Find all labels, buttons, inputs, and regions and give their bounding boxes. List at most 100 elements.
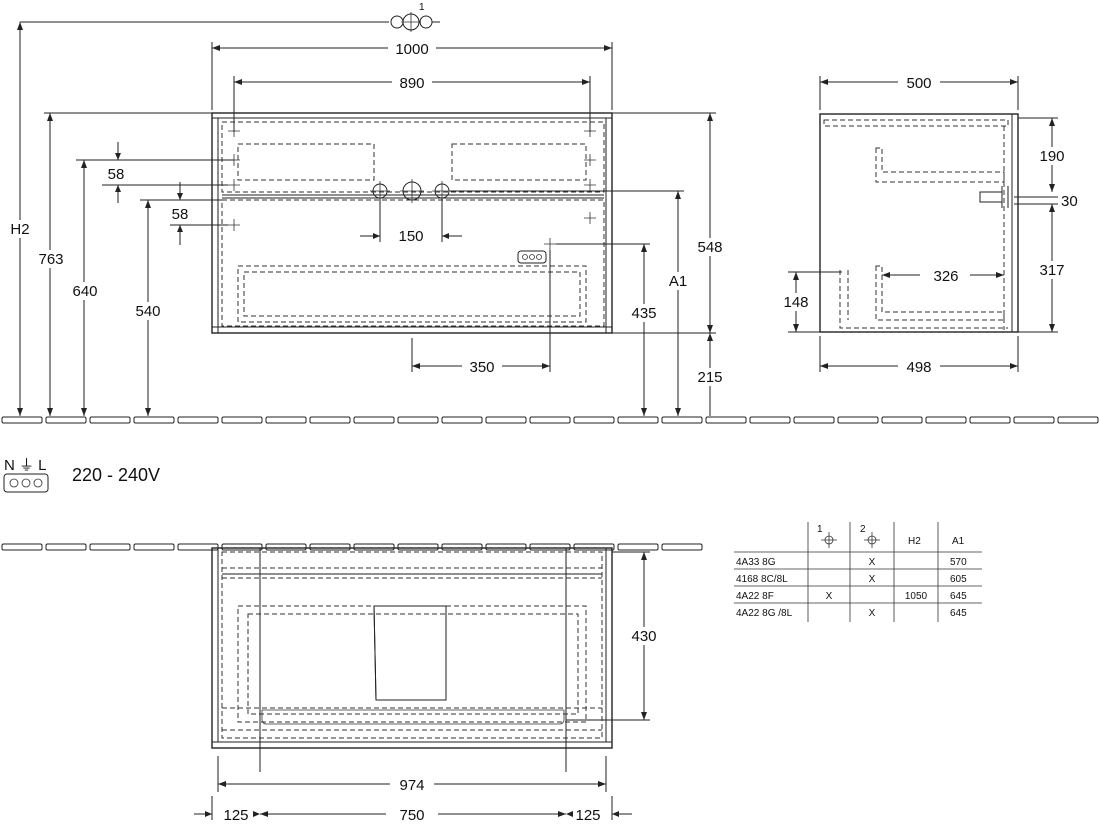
floor-segment xyxy=(221,416,263,424)
dim-depth-498: 498 xyxy=(906,359,931,376)
floor-segment xyxy=(177,543,219,551)
table-cell-a1: 570 xyxy=(950,557,967,568)
power-socket-icon xyxy=(517,250,547,264)
dim-depth-430: 430 xyxy=(631,628,656,645)
floor-segment xyxy=(661,416,703,424)
side-view: 500 190 30 317 326 148 498 xyxy=(780,75,1078,376)
floor-segment xyxy=(837,416,879,424)
electrical-symbol: N ⏚ L 220 - 240V xyxy=(3,457,160,493)
electrical-nl-label: N ⏚ L xyxy=(4,457,47,474)
dim-58-upper: 58 xyxy=(108,166,125,183)
floor-segment xyxy=(221,543,263,551)
dim-width-890: 890 xyxy=(399,75,424,92)
floor-segment xyxy=(133,543,175,551)
floor-segment xyxy=(485,543,527,551)
floor-segment xyxy=(177,416,219,424)
front-view: 1 1000 890 H2 763 640 xyxy=(8,2,726,416)
table-cell-model: 4168 8C/8L xyxy=(736,574,788,585)
dim-height-148: 148 xyxy=(783,294,808,311)
dim-height-640: 640 xyxy=(72,283,97,300)
top-cabinet-body xyxy=(211,547,613,749)
dim-spacing-150: 150 xyxy=(398,228,423,245)
floor-segment xyxy=(573,416,615,424)
floor-segment xyxy=(45,543,87,551)
dim-h2: H2 xyxy=(10,221,29,238)
floor-segment xyxy=(309,543,351,551)
table-cell-a1: 645 xyxy=(950,608,967,619)
floor-segment xyxy=(353,543,395,551)
table-cell-model: 4A33 8G xyxy=(736,557,776,568)
dim-height-763: 763 xyxy=(38,251,63,268)
table-cell-a1: 645 xyxy=(950,591,967,602)
floor-segment xyxy=(485,416,527,424)
dim-58-lower: 58 xyxy=(172,206,189,223)
floor-segment xyxy=(353,416,395,424)
header-a1: A1 xyxy=(952,536,965,547)
floor-segment xyxy=(749,416,791,424)
side-cabinet-body xyxy=(819,113,1019,333)
dim-height-317: 317 xyxy=(1039,262,1064,279)
header-connection-2-icon xyxy=(864,532,880,548)
floor-segment xyxy=(89,543,131,551)
floor-segment xyxy=(881,416,923,424)
table-cell-c1: X xyxy=(826,591,833,602)
table-cell-a1: 605 xyxy=(950,574,967,585)
floor-segment xyxy=(661,543,703,551)
dim-side-125-right: 125 xyxy=(575,807,600,824)
floor-segment xyxy=(1013,416,1055,424)
table-cell-model: 4A22 8F xyxy=(736,591,774,602)
floor-segment xyxy=(265,543,307,551)
voltage-label: 220 - 240V xyxy=(72,465,160,485)
header-connection-1-icon xyxy=(821,532,837,548)
floor-segment xyxy=(309,416,351,424)
floor-segment xyxy=(397,543,439,551)
floor-segment xyxy=(1,543,43,551)
connection-callout-icon: 1 xyxy=(390,2,433,32)
floor-segment xyxy=(617,416,659,424)
dim-middle-750: 750 xyxy=(399,807,424,824)
dim-height-540: 540 xyxy=(135,303,160,320)
dim-offset-350: 350 xyxy=(469,359,494,376)
callout-number: 1 xyxy=(419,2,425,13)
floor-segment xyxy=(617,543,659,551)
header-h2: H2 xyxy=(908,536,921,547)
wall-line-bottom xyxy=(1,543,703,551)
table-cell-c2: X xyxy=(869,608,876,619)
variant-table: 1 2 H2 A1 4A33 8G X 570 4168 8C/8L X 605 4A22 … xyxy=(734,522,982,622)
table-cell-c2: X xyxy=(869,574,876,585)
table-cell-h2: 1050 xyxy=(905,591,928,602)
floor-segment xyxy=(573,543,615,551)
floor-segment xyxy=(89,416,131,424)
dim-depth-500: 500 xyxy=(906,75,931,92)
floor-segment xyxy=(133,416,175,424)
floor-segment xyxy=(397,416,439,424)
dim-a1: A1 xyxy=(669,273,687,290)
floor-segment xyxy=(1057,416,1099,424)
top-view: 430 974 125 750 125 xyxy=(194,547,660,824)
dim-height-435: 435 xyxy=(631,305,656,322)
floor-segment xyxy=(793,416,835,424)
header-connection-2: 2 xyxy=(860,524,866,535)
dim-height-548: 548 xyxy=(697,239,722,256)
floor-segment xyxy=(45,416,87,424)
floor-segment xyxy=(441,416,483,424)
header-connection-1: 1 xyxy=(817,524,823,535)
floor-segment xyxy=(1,416,43,424)
floor-segment xyxy=(529,416,571,424)
floor-segment xyxy=(705,416,747,424)
dim-height-215: 215 xyxy=(697,369,722,386)
dim-326: 326 xyxy=(933,268,958,285)
table-cell-c2: X xyxy=(869,557,876,568)
dim-side-125-left: 125 xyxy=(223,807,248,824)
water-connection-icons xyxy=(370,179,452,203)
floor-segment xyxy=(265,416,307,424)
floor-line-top xyxy=(1,416,1099,424)
floor-segment xyxy=(529,543,571,551)
dim-width-974: 974 xyxy=(399,777,424,794)
floor-segment xyxy=(441,543,483,551)
dim-height-190: 190 xyxy=(1039,148,1064,165)
floor-segment xyxy=(969,416,1011,424)
dim-height-30: 30 xyxy=(1061,193,1078,210)
table-cell-model: 4A22 8G /8L xyxy=(736,608,793,619)
